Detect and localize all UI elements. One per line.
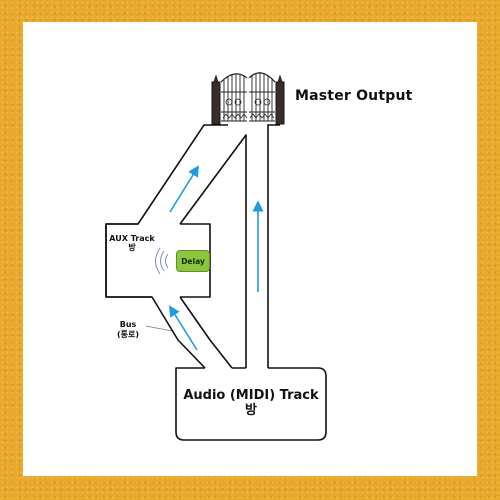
audio-track-title: Audio (MIDI) Track [183, 388, 319, 403]
diagram-canvas [23, 22, 477, 476]
aux-track-box [105, 223, 211, 298]
aux-to-master-channel [179, 134, 247, 368]
audio-track-subtitle: 방 [245, 403, 257, 418]
bus-title: Bus [119, 320, 137, 329]
arrow-up-icon [169, 165, 199, 213]
aux-track-title: AUX Track [109, 234, 155, 243]
audio-to-master-channel [267, 124, 280, 368]
audio-track-label: Audio (MIDI) Track 방 [176, 388, 326, 418]
master-output-label: Master Output [295, 88, 413, 104]
audio-track-box [175, 367, 327, 441]
bus-subtitle: (통로) [116, 330, 140, 339]
bus-pointer-line [145, 325, 173, 332]
gate-icon [211, 72, 285, 125]
aux-track-subtitle: 방 [128, 243, 136, 252]
arrow-up-icon [169, 305, 198, 351]
bus-channel-right-wall [179, 296, 233, 369]
sound-wave-icon [155, 247, 169, 275]
bus-label: Bus (통로) [113, 320, 143, 340]
delay-effect-chip: Delay [176, 250, 210, 272]
aux-track-label: AUX Track 방 [107, 234, 157, 252]
